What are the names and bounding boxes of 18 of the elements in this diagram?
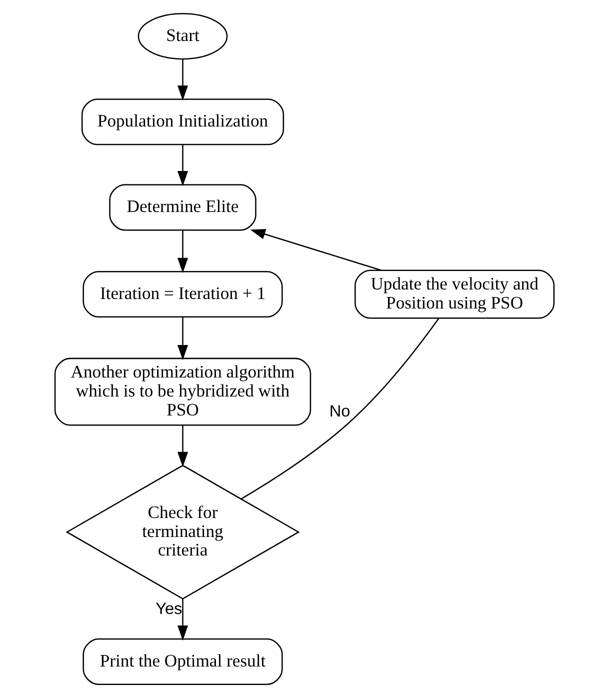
arrow (176, 425, 188, 467)
node-ellipse: Start (137, 13, 228, 60)
node-box: Print the Optimal result (82, 638, 282, 685)
node-box: Another optimization algorithm which is to be hybridized with PSO (54, 358, 311, 426)
node-box: Determine Elite (108, 184, 256, 231)
arrow (250, 229, 381, 271)
arrow (176, 599, 188, 641)
node-diamond: Check for terminating criteria (65, 464, 300, 600)
connector (240, 318, 439, 500)
arrow (176, 59, 188, 101)
arrow (176, 144, 188, 186)
edge-label: Yes (155, 600, 182, 618)
edge-label: No (328, 402, 350, 420)
node-box: Update the velocity and Position using PSO (354, 270, 554, 319)
node-box: Population Initialization (80, 98, 284, 146)
node-box: Iteration = Iteration + 1 (82, 270, 282, 318)
arrow (176, 317, 188, 360)
arrow (176, 230, 188, 273)
